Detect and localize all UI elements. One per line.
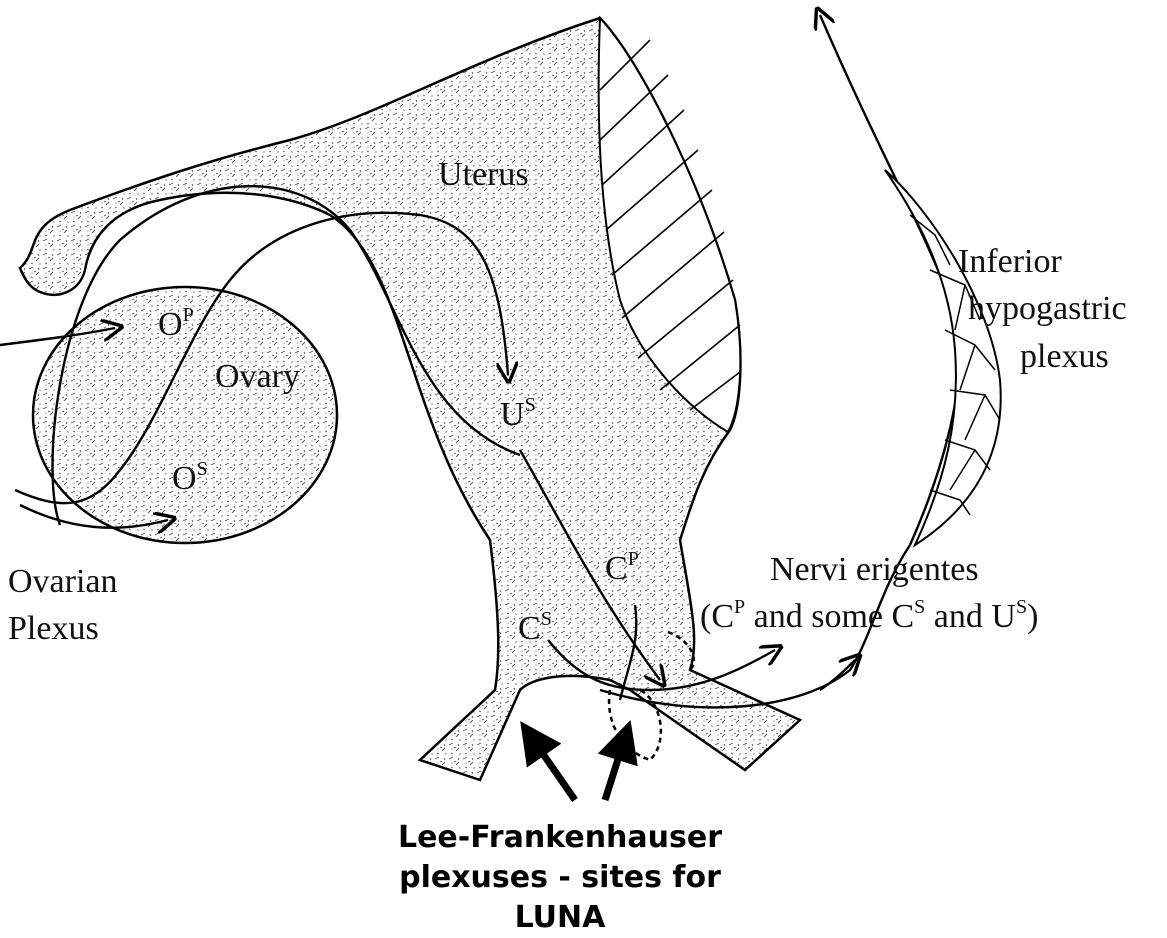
op-label: OP	[158, 308, 194, 342]
nervi-erigentes-label: Nervi erigentes	[770, 553, 979, 587]
ovary-label: Ovary	[215, 360, 300, 394]
nervi-erigentes-detail: (CP and some CS and US)	[700, 600, 1038, 634]
ovarian-plexus-label-line2: Plexus	[8, 612, 99, 646]
ovarian-plexus-label-line1: Ovarian	[8, 565, 118, 599]
caption-line3: LUNA	[380, 898, 740, 938]
caption-arrow-left	[525, 728, 575, 800]
caption-line1: Lee-Frankenhauser	[380, 818, 740, 858]
hypogastric-trunk	[820, 15, 960, 545]
caption: Lee-Frankenhauser plexuses - sites for L…	[380, 818, 740, 938]
us-label: US	[500, 398, 536, 432]
inferior-hypogastric-plexus	[885, 170, 1001, 545]
inferior-hypogastric-label-line3: plexus	[1020, 340, 1109, 374]
os-label: OS	[172, 462, 208, 496]
cs-label: CS	[518, 612, 552, 646]
caption-line2: plexuses - sites for	[380, 858, 740, 898]
uterus-label: Uterus	[438, 158, 529, 192]
cp-label: CP	[605, 552, 639, 586]
inferior-hypogastric-label-line2: hypogastric	[968, 292, 1127, 326]
erigentes-lower-arrow	[820, 660, 855, 690]
caption-arrow-right	[605, 728, 628, 800]
inferior-hypogastric-label-line1: Inferior	[958, 245, 1062, 279]
